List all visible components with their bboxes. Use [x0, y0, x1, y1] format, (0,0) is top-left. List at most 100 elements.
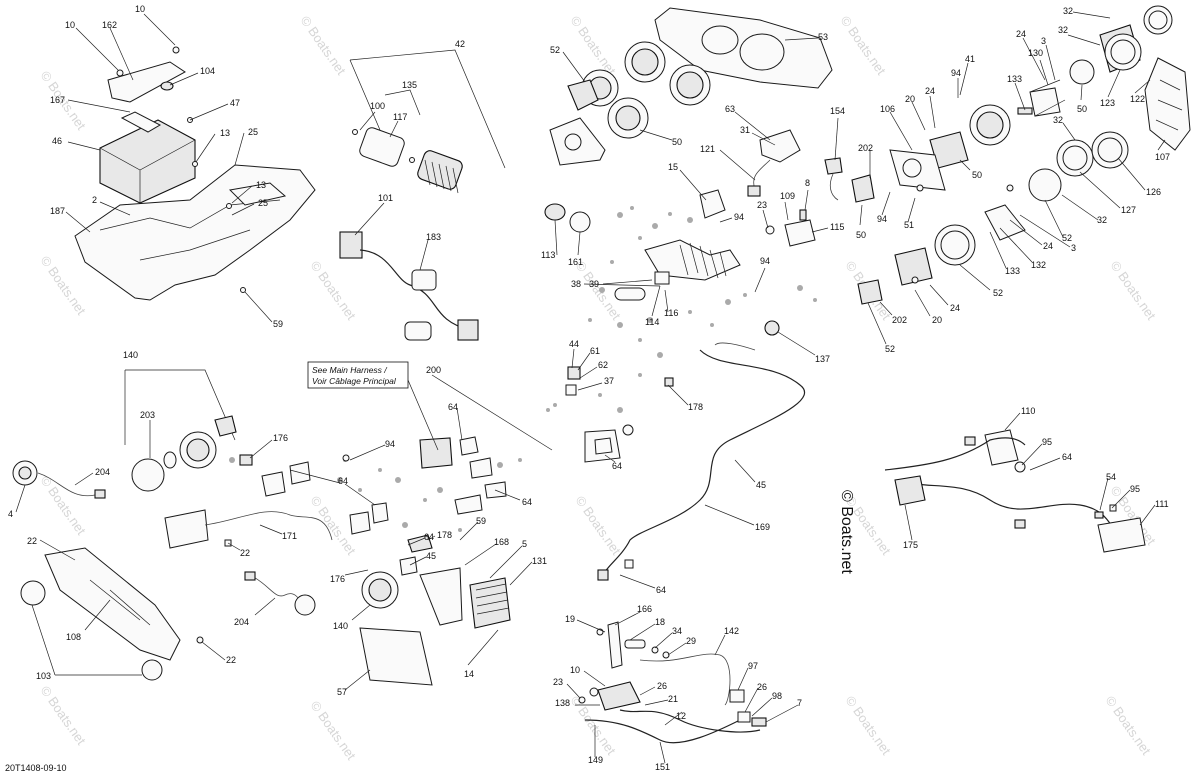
watermark: © Boats.net	[38, 683, 90, 748]
part-label: 31	[740, 125, 750, 135]
watermark: © Boats.net	[568, 13, 620, 78]
part-label: 176	[330, 574, 345, 584]
part-label: 51	[904, 220, 914, 230]
part-label: 100	[370, 101, 385, 111]
relay-harness-group	[339, 49, 506, 341]
gauge-connector	[567, 79, 599, 111]
part-label: 161	[568, 257, 583, 267]
part-label: 149	[588, 755, 603, 765]
clip	[289, 461, 311, 485]
watermark: © Boats.net	[1103, 693, 1155, 758]
clip	[349, 511, 371, 535]
clip	[371, 502, 389, 524]
part-label: 24	[1016, 29, 1026, 39]
part-label: 131	[532, 556, 547, 566]
cap	[160, 81, 174, 91]
part-label: 3	[1071, 243, 1076, 253]
light-group	[12, 369, 522, 686]
horn	[544, 203, 566, 221]
part-label: 52	[550, 45, 560, 55]
clip	[399, 556, 418, 576]
fuse	[799, 209, 807, 221]
connector	[244, 571, 256, 581]
part-label: 64	[1062, 452, 1072, 462]
part-label: 64	[522, 497, 532, 507]
part-label: 64	[424, 532, 434, 542]
part-label: 26	[657, 681, 667, 691]
part-label: 113	[541, 250, 555, 260]
part-label: 54	[1106, 472, 1116, 482]
part-label: 32	[1097, 215, 1107, 225]
sensor	[764, 320, 780, 336]
part-label: 3	[1041, 36, 1046, 46]
battery-hold-down-strap	[120, 111, 162, 133]
part-label: 24	[925, 86, 935, 96]
part-label: 135	[402, 80, 417, 90]
connector	[567, 366, 581, 380]
part-label: 175	[903, 540, 918, 550]
watermark: © Boats.net	[843, 693, 895, 758]
lamp-lens	[131, 458, 165, 492]
part-label: 13	[256, 180, 266, 190]
part-label: 183	[426, 232, 441, 242]
switch	[824, 157, 843, 175]
part-label: 25	[258, 198, 268, 208]
part-label: 19	[565, 614, 575, 624]
part-label: 178	[437, 530, 452, 540]
part-label: 168	[494, 537, 509, 547]
connector	[857, 279, 883, 305]
part-label: 108	[66, 632, 81, 642]
reflector	[141, 659, 163, 681]
part-label: 109	[780, 191, 795, 201]
part-label: 140	[333, 621, 348, 631]
part-label: 18	[655, 617, 665, 627]
part-label: 45	[426, 551, 436, 561]
light-bracket	[44, 547, 181, 661]
part-label: 98	[772, 691, 782, 701]
part-label: 64	[656, 585, 666, 595]
part-label: 53	[818, 32, 828, 42]
gasket	[359, 627, 433, 686]
fuse-holder	[359, 127, 405, 167]
switch-assembly-group	[578, 621, 767, 744]
seal	[614, 287, 646, 301]
battery-tray-group	[74, 46, 316, 301]
part-label: 50	[1077, 104, 1087, 114]
part-label: 202	[858, 143, 873, 153]
part-label: 121	[700, 144, 715, 154]
bulb	[163, 451, 177, 469]
gasket	[1028, 168, 1062, 202]
bracket	[984, 204, 1026, 241]
part-label: 22	[226, 655, 236, 665]
shaded-connectors	[546, 206, 817, 413]
part-label: 154	[830, 106, 845, 116]
bolt	[172, 46, 180, 54]
part-label: 200	[426, 365, 441, 375]
reflector	[20, 580, 46, 606]
socket	[1097, 517, 1146, 553]
spring	[624, 639, 646, 649]
part-label: 20	[905, 94, 915, 104]
watermark: © Boats.net	[308, 258, 360, 323]
part-label: 176	[273, 433, 288, 443]
watermark: © Boats.net	[1108, 258, 1160, 323]
document-id: 20T1408-09-10	[5, 763, 67, 773]
tail-light	[164, 509, 209, 549]
connector	[964, 436, 976, 446]
part-label: 169	[755, 522, 770, 532]
part-label: 94	[760, 256, 770, 266]
main-wiring-harness	[603, 349, 806, 579]
part-label: 127	[1121, 205, 1136, 215]
part-label: 167	[50, 95, 65, 105]
part-label: 39	[589, 279, 599, 289]
grommet	[411, 269, 437, 291]
part-label: 13	[220, 128, 230, 138]
connector	[597, 569, 609, 581]
part-label: 10	[65, 20, 75, 30]
part-label: 52	[993, 288, 1003, 298]
connector	[747, 185, 761, 197]
part-label: 103	[36, 671, 51, 681]
fitting	[729, 689, 745, 703]
part-label: 10	[135, 4, 145, 14]
